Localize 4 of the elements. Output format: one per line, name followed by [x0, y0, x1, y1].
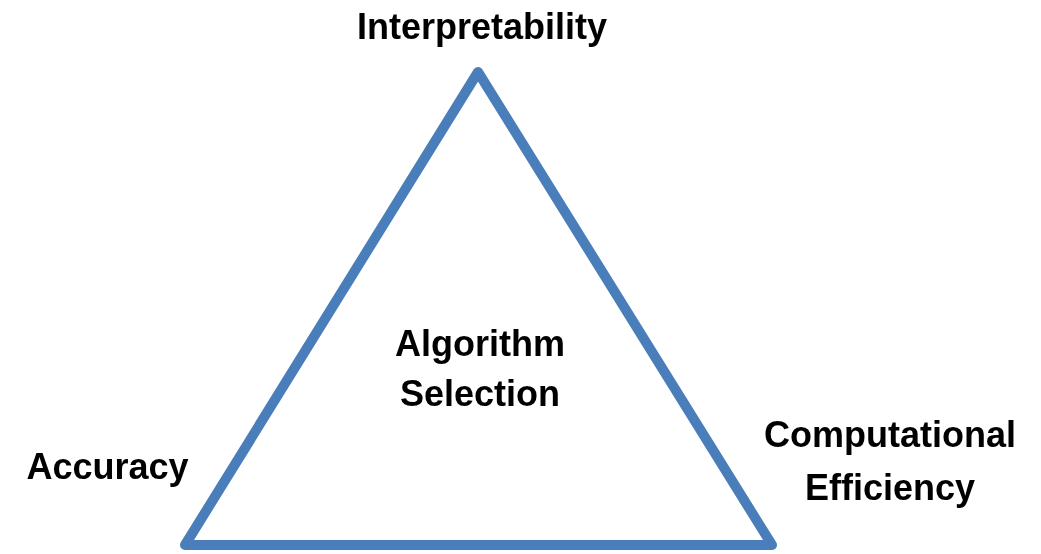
vertex-label: Computational Efficiency [763, 413, 1017, 510]
vertex-label: Interpretability [355, 5, 609, 49]
vertex-label: Accuracy [25, 445, 190, 489]
center-label: Algorithm Selection [394, 322, 566, 416]
